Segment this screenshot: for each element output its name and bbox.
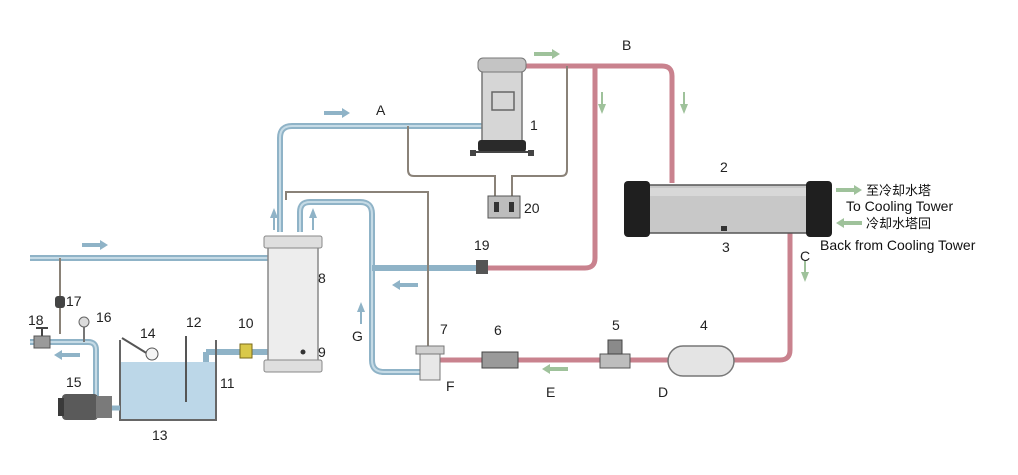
solenoid-valve <box>599 339 631 369</box>
line-label-a: A <box>376 102 386 118</box>
label-3: 3 <box>722 239 730 255</box>
line-label-f: F <box>446 378 455 394</box>
control-lines <box>59 66 568 352</box>
label-2: 2 <box>720 159 728 175</box>
evaporator <box>263 235 323 373</box>
label-8: 8 <box>318 270 326 286</box>
label-18: 18 <box>28 312 44 328</box>
label-15: 15 <box>66 374 82 390</box>
label-6: 6 <box>494 322 502 338</box>
water-pipes <box>30 123 482 410</box>
component-labels: 1 2 3 4 5 6 7 8 9 10 11 12 13 14 15 16 1… <box>28 117 730 443</box>
line-letters: A B C D E F G <box>352 37 810 400</box>
label-12: 12 <box>186 314 202 330</box>
valve-19 <box>476 260 488 274</box>
label-11: 11 <box>220 375 235 391</box>
label-10: 10 <box>238 315 254 331</box>
to-cooling-tower-en: To Cooling Tower <box>846 198 953 214</box>
line-label-d: D <box>658 384 668 400</box>
label-14: 14 <box>140 325 156 341</box>
flow-arrows <box>54 49 862 374</box>
label-4: 4 <box>700 317 708 333</box>
cooling-tower-labels: 至冷却水塔 To Cooling Tower 冷却水塔回 Back from C… <box>820 184 976 253</box>
label-19: 19 <box>474 237 490 253</box>
expansion-valve <box>415 345 445 381</box>
valve-17 <box>55 296 65 308</box>
liquid-receiver <box>667 345 735 377</box>
label-9: 9 <box>318 344 326 360</box>
back-from-cooling-tower-cn: 冷却水塔回 <box>866 217 931 232</box>
line-label-c: C <box>800 248 810 264</box>
label-20: 20 <box>524 200 540 216</box>
condenser <box>624 181 832 237</box>
compressor <box>470 57 534 156</box>
label-17: 17 <box>66 293 82 309</box>
pressure-switch <box>487 195 521 219</box>
line-label-b: B <box>622 37 631 53</box>
water-tank <box>119 336 217 421</box>
pressure-gauge <box>78 316 90 342</box>
refrigerant-pipes <box>440 63 793 363</box>
back-from-cooling-tower-en: Back from Cooling Tower <box>820 237 976 253</box>
label-5: 5 <box>612 317 620 333</box>
valve-18 <box>33 327 51 349</box>
to-cooling-tower-cn: 至冷却水塔 <box>866 184 931 199</box>
label-1: 1 <box>530 117 538 133</box>
line-label-g: G <box>352 328 363 344</box>
label-16: 16 <box>96 309 112 325</box>
water-pump <box>58 394 120 420</box>
label-7: 7 <box>440 321 448 337</box>
valve-10 <box>239 343 253 359</box>
filter-drier <box>481 351 519 369</box>
line-label-e: E <box>546 384 555 400</box>
label-13: 13 <box>152 427 168 443</box>
